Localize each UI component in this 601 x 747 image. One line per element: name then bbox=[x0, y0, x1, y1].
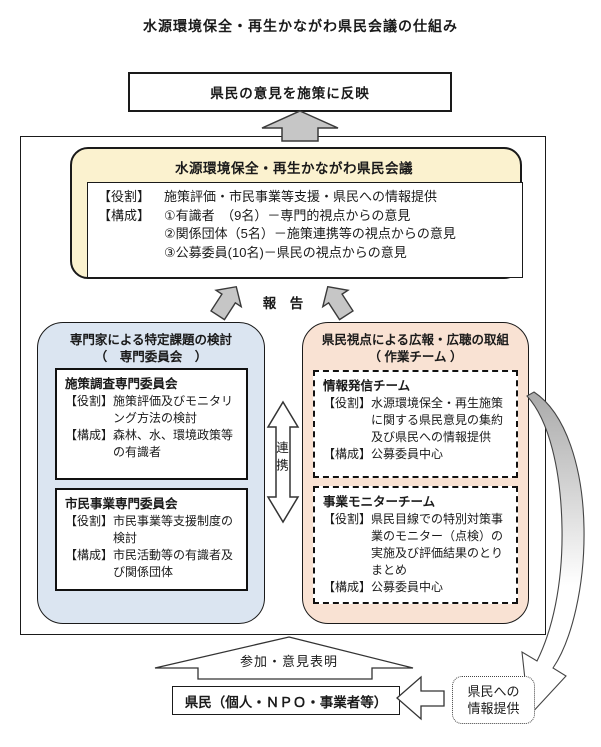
committee-2-role-label: 【役割】 bbox=[65, 514, 114, 528]
team-1-comp-text: 公募委員中心 bbox=[371, 447, 444, 461]
cooperation-label: 連携 bbox=[274, 441, 288, 476]
committee-2-comp-text: 市民活動等の有識者及び関係団体 bbox=[113, 548, 234, 579]
info-left-arrow-icon bbox=[396, 675, 445, 721]
report-label: 報 告 bbox=[262, 296, 304, 311]
monitor-team-box: 事業モニターチーム 【役割】 県民目線での特別対策事業のモニター（点検）の実施及… bbox=[313, 486, 518, 604]
council-title: 水源環境保全・再生かながわ県民会議 bbox=[175, 161, 413, 176]
work-team-subtitle: （ 作業チーム ） bbox=[368, 350, 463, 364]
council-role-text: 施策評価・市民事業等支援・県民への情報提供 bbox=[164, 189, 438, 204]
team-1-role-label: 【役割】 bbox=[323, 396, 372, 410]
council-role-label: 【役割】 bbox=[98, 189, 151, 204]
council-member-3: ③公募委員(10名)－県民の視点からの意見 bbox=[164, 244, 407, 260]
committee-1-role-text: 施策評価及びモニタリング方法の検討 bbox=[113, 394, 234, 425]
committee-2-comp-label: 【構成】 bbox=[65, 548, 114, 562]
citizens-box: 県民（個人・ＮＰＯ・事業者等） bbox=[172, 686, 400, 715]
committee-2-role-text: 市民事業等支援制度の検討 bbox=[113, 514, 234, 545]
citizens-label: 県民（個人・ＮＰＯ・事業者等） bbox=[184, 694, 388, 710]
committee-1-comp-label: 【構成】 bbox=[65, 428, 114, 442]
team-2-role-label: 【役割】 bbox=[323, 512, 372, 526]
council-composition-label: 【構成】 bbox=[98, 207, 151, 223]
committee-1-role-label: 【役割】 bbox=[65, 394, 114, 408]
info-provision-line1: 県民への bbox=[467, 684, 520, 699]
expert-panel-subtitle: （ 専門委員会 ） bbox=[94, 350, 208, 364]
team-1-comp-label: 【構成】 bbox=[323, 447, 372, 461]
committee-1-comp-text: 森林、水、環境政策等の有識者 bbox=[113, 428, 234, 459]
team-2-name: 事業モニターチーム bbox=[323, 495, 436, 509]
council-member-2: ②関係団体（5名）－施策連携等の視点からの意見 bbox=[164, 226, 456, 241]
council-member-1: ①有識者 （9名）－専門的視点からの意見 bbox=[164, 207, 411, 223]
council-detail-box: 【役割】 施策評価・市民事業等支援・県民への情報提供 【構成】 ①有識者 （9名… bbox=[87, 182, 523, 278]
participation-label: 参加・意見表明 bbox=[239, 654, 338, 669]
committee-1-name: 施策調査専門委員会 bbox=[65, 377, 178, 391]
citizen-project-committee-box: 市民事業専門委員会 【役割】 市民事業等支援制度の検討 【構成】 市民活動等の有… bbox=[55, 488, 248, 591]
page-title: 水源環境保全・再生かながわ県民会議の仕組み bbox=[143, 18, 458, 34]
team-1-role-text: 水源環境保全・再生施策に関する県民意見の集約及び県民への情報提供 bbox=[371, 396, 504, 444]
policy-research-committee-box: 施策調査専門委員会 【役割】 施策評価及びモニタリング方法の検討 【構成】 森林… bbox=[55, 368, 248, 480]
team-2-comp-label: 【構成】 bbox=[323, 580, 372, 594]
team-2-comp-text: 公募委員中心 bbox=[371, 580, 444, 594]
policy-reflection-box: 県民の意見を施策に反映 bbox=[128, 72, 452, 112]
expert-panel-title: 専門家による特定課題の検討 bbox=[69, 333, 233, 347]
policy-reflection-label: 県民の意見を施策に反映 bbox=[210, 86, 370, 101]
info-provision-line2: 情報提供 bbox=[467, 701, 520, 716]
info-provision-box: 県民への 情報提供 bbox=[452, 676, 535, 724]
information-team-box: 情報発信チーム 【役割】 水源環境保全・再生施策に関する県民意見の集約及び県民へ… bbox=[313, 370, 518, 478]
team-2-role-text: 県民目線での特別対策事業のモニター（点検）の実施及び評価結果のとりまとめ bbox=[371, 512, 504, 577]
work-team-title: 県民視点による広報・広聴の取組 bbox=[321, 333, 510, 347]
team-1-name: 情報発信チーム bbox=[323, 379, 411, 393]
committee-2-name: 市民事業専門委員会 bbox=[65, 497, 178, 511]
